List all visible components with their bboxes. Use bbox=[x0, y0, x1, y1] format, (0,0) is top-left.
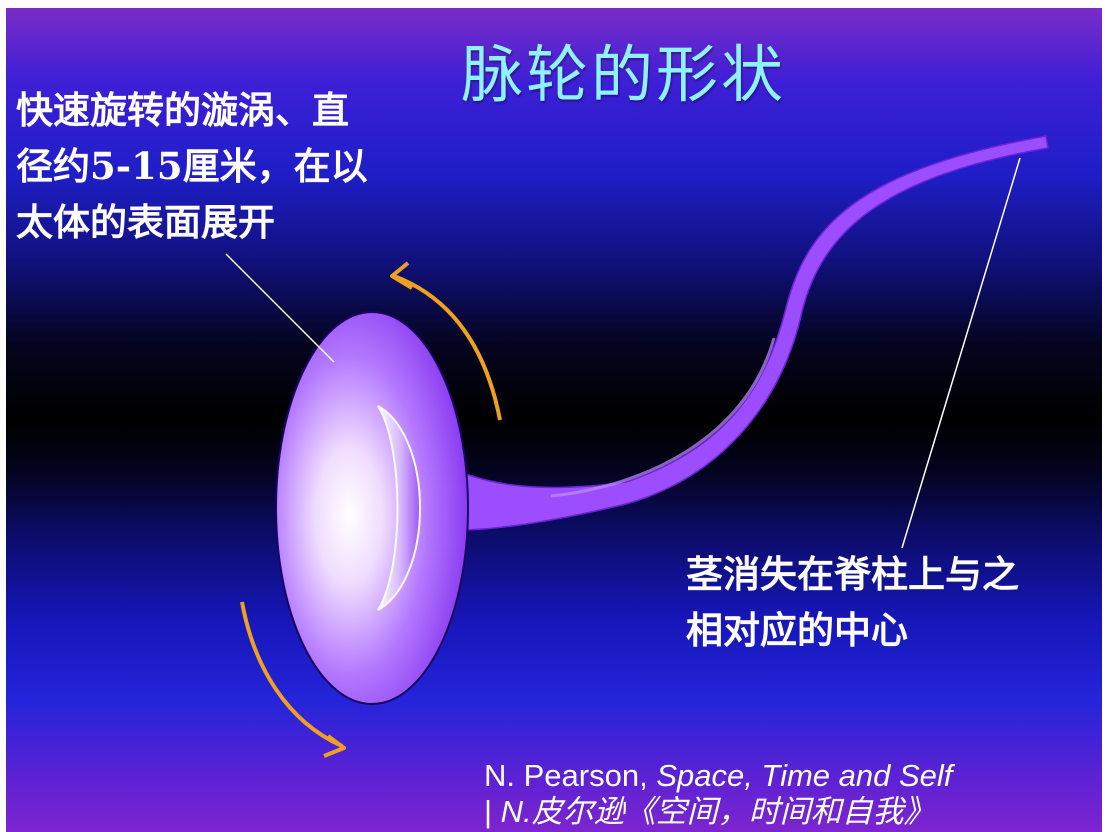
citation-line-2: | N.皮尔逊《空间，时间和自我》 bbox=[484, 794, 952, 830]
vortex-disc bbox=[275, 311, 469, 705]
citation-author-cn: N. bbox=[500, 794, 532, 829]
slide: 脉轮的形状 快速旋转的漩涡、直 径约5-15厘米，在以 太体的表面展开 茎消失在… bbox=[6, 8, 1102, 832]
slide-title: 脉轮的形状 bbox=[461, 38, 787, 111]
citation-separator: | bbox=[484, 794, 501, 829]
chakra-stem bbox=[465, 135, 1049, 531]
arrowhead-top bbox=[390, 261, 414, 290]
citation-line-1: N. Pearson, Space, Time and Self bbox=[484, 758, 952, 793]
citation-author: N. Pearson, bbox=[484, 758, 657, 793]
citation-book-title-cn: 皮尔逊《空间，时间和自我》 bbox=[531, 794, 935, 829]
vortex-caption-line: 径约5-15厘米，在以 bbox=[16, 144, 368, 188]
stem-highlight bbox=[550, 337, 776, 498]
pointer-line-stem bbox=[901, 157, 1021, 549]
pointer-line-vortex bbox=[225, 253, 335, 363]
vortex-caption-line: 快速旋转的漩涡、直 bbox=[16, 88, 349, 132]
rotation-arrow-bottom bbox=[240, 601, 343, 748]
vortex-caption: 快速旋转的漩涡、直 径约5-15厘米，在以 太体的表面展开 bbox=[16, 82, 368, 250]
citation: N. Pearson, Space, Time and Self | N.皮尔逊… bbox=[484, 758, 952, 830]
chakra-diagram bbox=[225, 135, 1049, 758]
stem-caption-line: 茎消失在脊柱上与之 bbox=[686, 552, 1019, 596]
stem-caption: 茎消失在脊柱上与之 相对应的中心 bbox=[686, 546, 1019, 658]
citation-book-title: Space, Time and Self bbox=[656, 758, 953, 793]
rotation-arrow-top bbox=[393, 274, 502, 421]
vortex-inner-rim bbox=[377, 405, 421, 611]
arrowhead-bottom bbox=[323, 734, 346, 758]
stem-caption-line: 相对应的中心 bbox=[686, 608, 908, 652]
vortex-caption-line: 太体的表面展开 bbox=[16, 200, 275, 244]
